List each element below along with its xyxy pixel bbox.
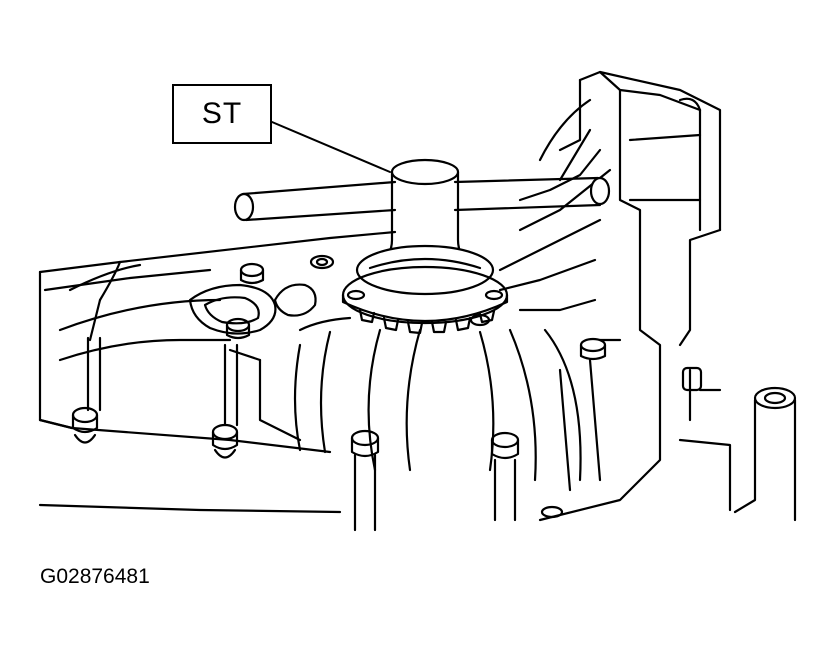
bolt bbox=[225, 317, 251, 340]
bolt bbox=[239, 262, 265, 285]
bolt bbox=[579, 337, 607, 361]
bolt bbox=[309, 254, 335, 270]
special-tool-callout-label: ST bbox=[201, 97, 243, 130]
bolt bbox=[540, 505, 564, 519]
tool-flange bbox=[341, 244, 509, 335]
bolt bbox=[490, 431, 520, 460]
figure-identifier: G02876481 bbox=[40, 565, 150, 588]
tool-handle bbox=[233, 176, 611, 222]
transmission-case bbox=[38, 70, 797, 522]
callout-leader-line bbox=[271, 121, 391, 173]
special-tool-callout-box: ST bbox=[172, 84, 272, 144]
special-tool bbox=[233, 158, 611, 335]
bolt bbox=[350, 429, 380, 458]
case-bolts bbox=[71, 254, 607, 532]
bolt bbox=[71, 406, 99, 444]
